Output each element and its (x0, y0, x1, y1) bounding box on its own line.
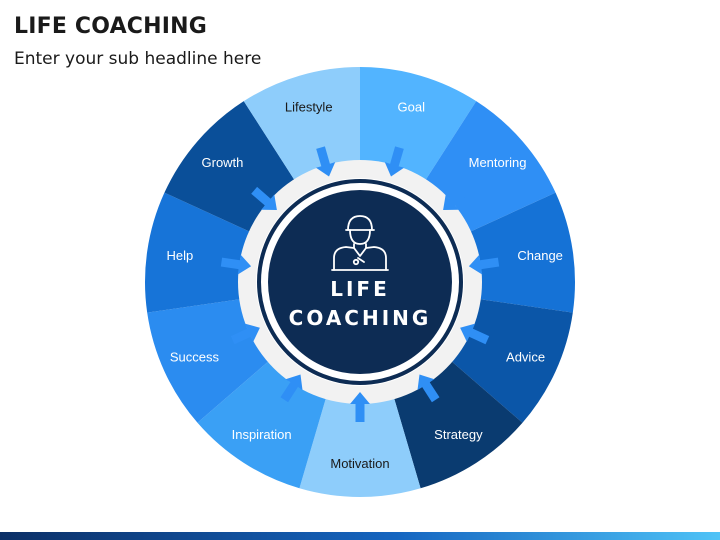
segment-advice (449, 298, 573, 423)
segment-label-advice: Advice (506, 350, 545, 365)
segment-label-mentoring: Mentoring (469, 155, 527, 170)
segment-motivation (299, 395, 421, 497)
center-title-line2: COACHING (289, 306, 432, 330)
arrow-goal (384, 146, 404, 177)
segment-label-change: Change (517, 248, 563, 263)
segment-label-goal: Goal (398, 99, 426, 114)
arrows-layer (220, 146, 500, 422)
segment-label-strategy: Strategy (434, 427, 483, 442)
segment-label-help: Help (166, 248, 193, 263)
segment-change (467, 192, 575, 313)
arrow-lifestyle (316, 146, 336, 177)
segment-label-growth: Growth (202, 155, 244, 170)
arrow-advice (460, 323, 490, 345)
arrow-mentoring (443, 186, 469, 210)
arrow-inspiration (280, 374, 303, 403)
arrow-growth (251, 186, 277, 210)
segment-lifestyle (243, 67, 360, 183)
segment-success (147, 298, 271, 423)
arrow-strategy (417, 374, 440, 403)
center-title-line1: LIFE (330, 277, 390, 301)
arrow-success (230, 323, 260, 345)
segment-label-success: Success (170, 350, 220, 365)
center-ring (257, 179, 463, 385)
segment-label-motivation: Motivation (330, 456, 389, 471)
segment-goal (360, 67, 477, 183)
arrow-help (220, 254, 252, 275)
page-title: LIFE COACHING (14, 14, 208, 39)
segment-help (144, 192, 253, 313)
segment-label-lifestyle: Lifestyle (285, 99, 333, 114)
page-subtitle: Enter your sub headline here (14, 49, 262, 69)
person-icon (331, 215, 389, 271)
center-disc (268, 190, 452, 374)
segment-label-inspiration: Inspiration (232, 427, 292, 442)
arrow-motivation (350, 392, 370, 422)
arrow-change (468, 254, 500, 275)
footer-bar (0, 532, 720, 540)
